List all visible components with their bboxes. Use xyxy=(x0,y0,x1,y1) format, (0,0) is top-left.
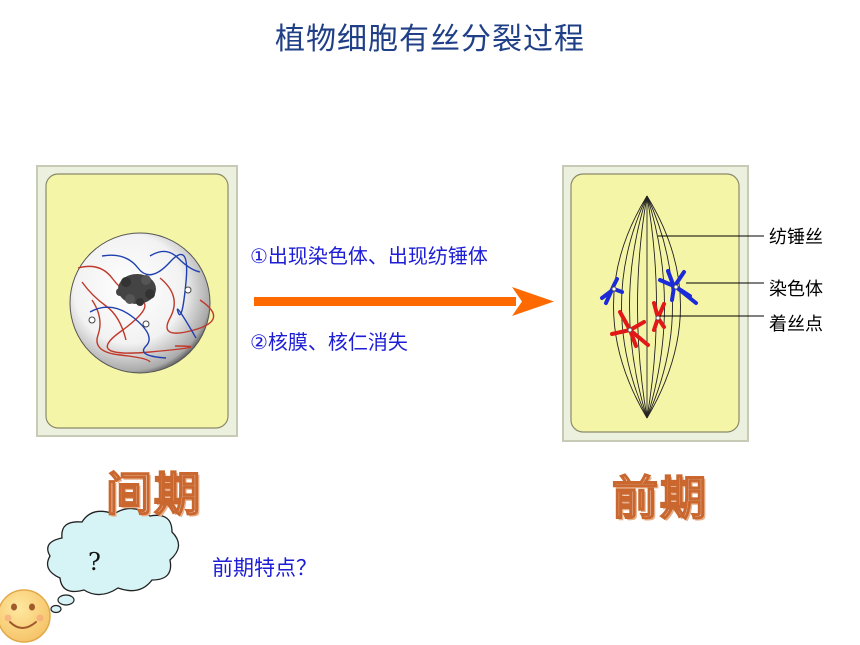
step-2-text: ②核膜、核仁消失 xyxy=(250,330,408,354)
thought-bubble-mark: ? xyxy=(88,548,101,576)
centromere-label: 着丝点 xyxy=(769,314,823,335)
prophase-label: 前期 xyxy=(611,470,708,526)
chromatin-knots xyxy=(88,286,192,328)
chromatin xyxy=(77,250,215,363)
interphase-label: 间期 xyxy=(105,466,202,522)
spindle-label: 纺锤丝 xyxy=(769,227,823,248)
nucleolus xyxy=(116,274,156,306)
prophase-cell xyxy=(562,165,764,442)
chromosome-label: 染色体 xyxy=(769,279,823,300)
interphase-cell xyxy=(36,165,238,437)
thought-bubble-graphic xyxy=(46,507,180,614)
smiley-face-icon xyxy=(0,589,51,643)
question-text: 前期特点？ xyxy=(212,556,317,580)
thought-cloud xyxy=(46,507,180,596)
process-arrow xyxy=(254,287,554,316)
step-1-text: ①出现染色体、出现纺锤体 xyxy=(250,244,488,268)
leader-lines xyxy=(658,235,764,317)
page-title: 植物细胞有丝分裂过程 xyxy=(275,22,585,57)
centromeres xyxy=(611,284,679,333)
